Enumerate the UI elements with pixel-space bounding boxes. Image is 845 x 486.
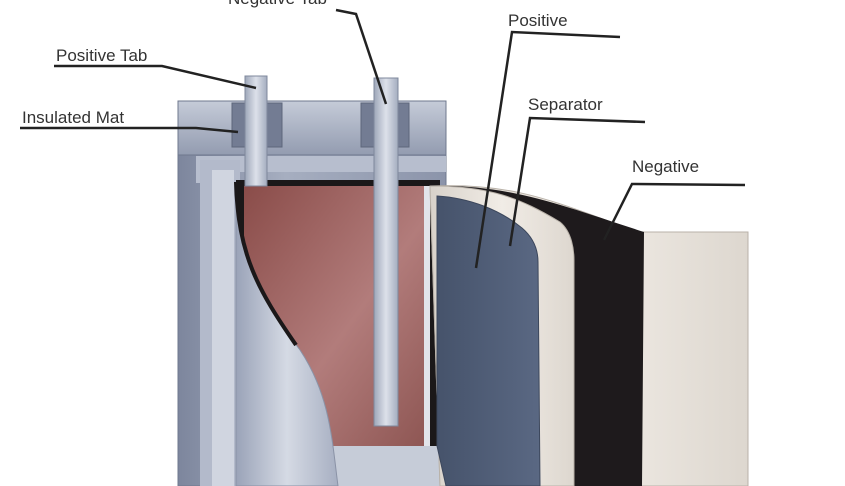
case-inner-wall — [212, 170, 234, 486]
leader-positive-tab — [54, 64, 257, 90]
leader-positive — [474, 30, 621, 269]
jelly-roll — [234, 180, 440, 486]
tabs — [244, 75, 399, 427]
curled-sheet-edge — [234, 181, 298, 347]
label-negative: Negative — [632, 157, 699, 176]
leader-insulated-mat — [20, 126, 239, 134]
label-positive: Positive — [508, 11, 568, 30]
positive-layer — [436, 195, 541, 486]
label-negative-tab: Negative Tab — [228, 0, 327, 8]
stack-edge-light — [424, 186, 430, 446]
negative-tab — [373, 77, 399, 427]
positive-tab — [244, 75, 268, 187]
leader-lines — [20, 8, 746, 269]
label-separator: Separator — [528, 95, 603, 114]
leader-negative-tab — [335, 8, 388, 105]
unrolled-layers — [429, 185, 749, 486]
labels: Negative Tab Positive Tab Insulated Mat … — [22, 0, 699, 176]
leader-separator — [508, 116, 646, 247]
label-positive-tab: Positive Tab — [56, 46, 147, 65]
label-insulated-mat: Insulated Mat — [22, 108, 124, 127]
leader-negative — [602, 182, 746, 241]
